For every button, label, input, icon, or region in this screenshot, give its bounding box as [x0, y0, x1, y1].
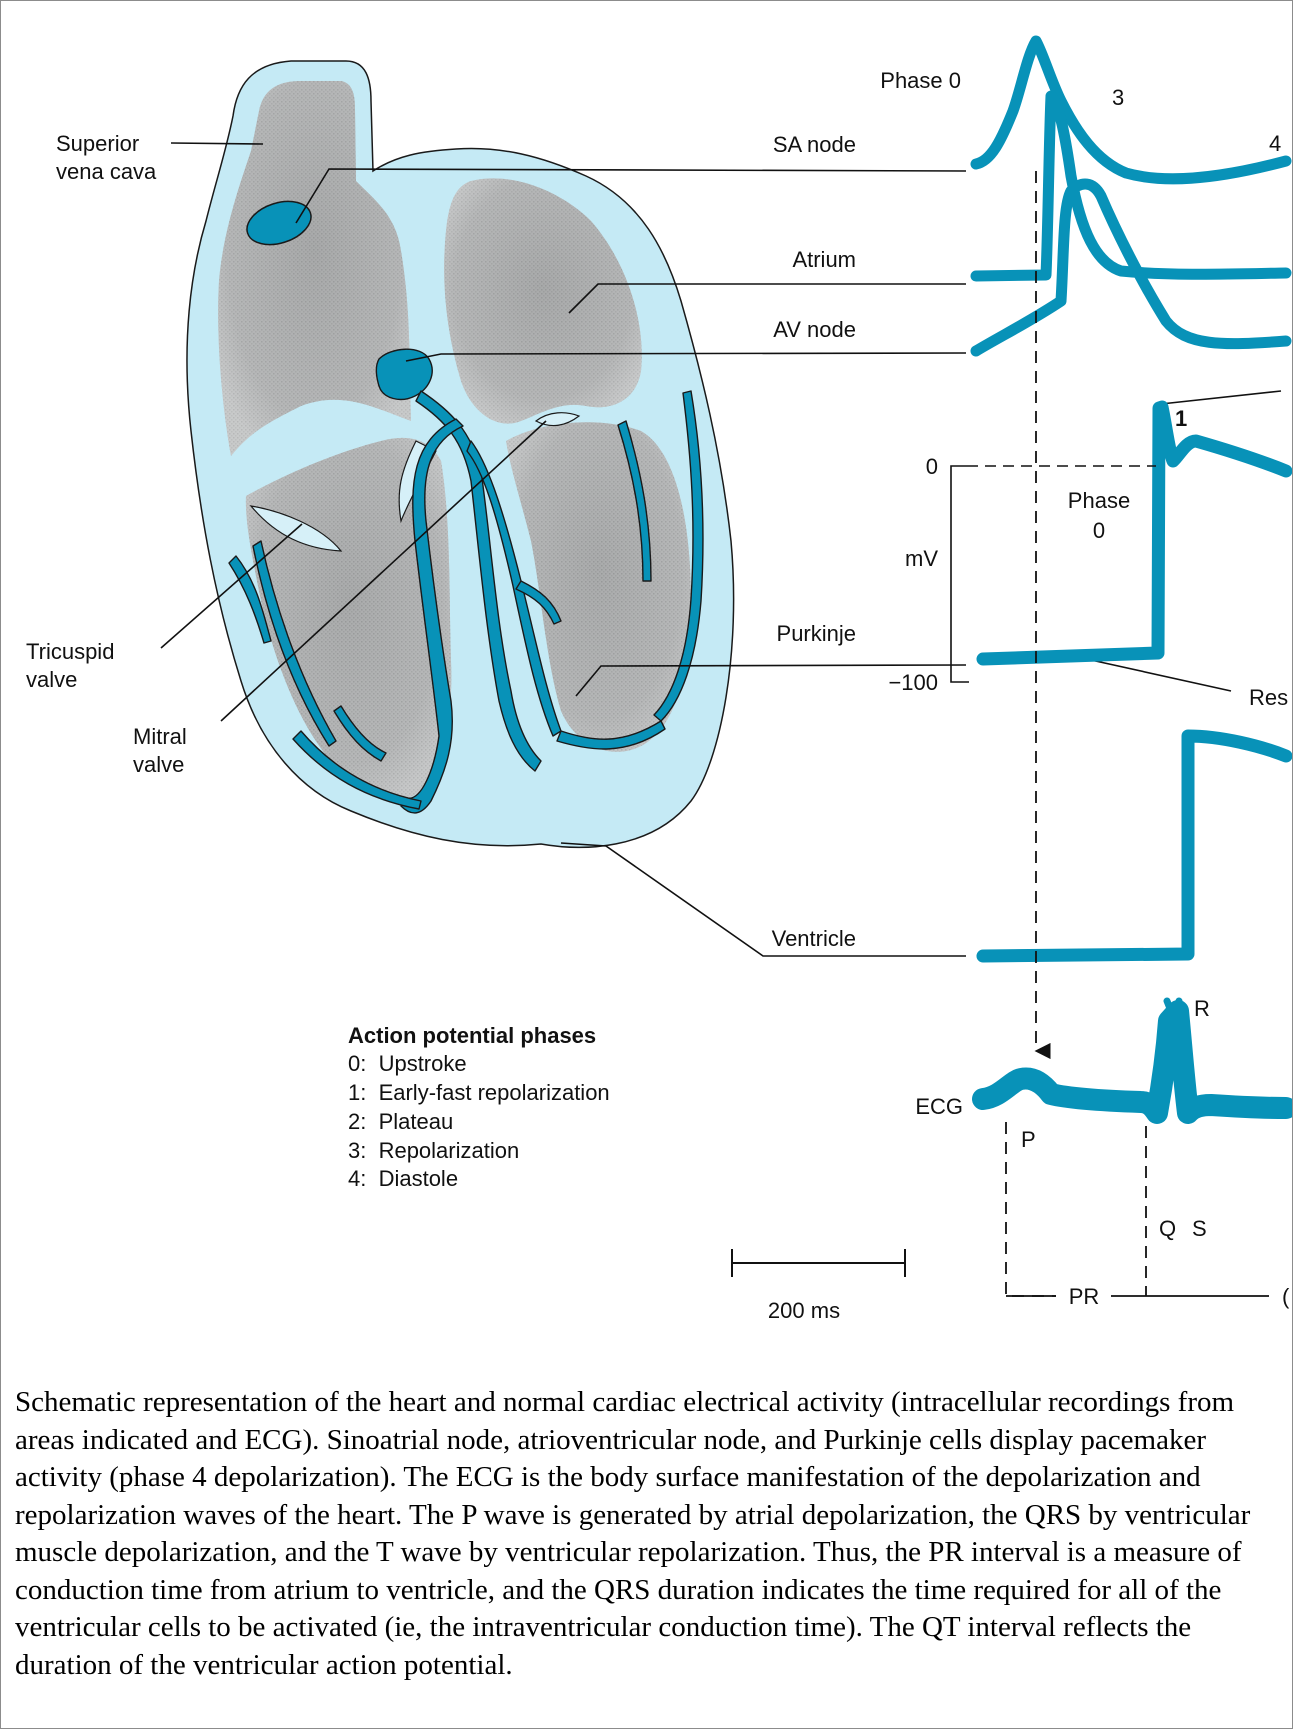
zero-mv-label: 0 — [926, 454, 938, 479]
purkinje-label: Purkinje — [777, 621, 856, 646]
phase-zero-label: 0 — [1093, 518, 1105, 543]
ecg-qt-label-truncated: ( — [1282, 1284, 1290, 1309]
ecg-q-label: Q — [1159, 1216, 1176, 1241]
ecg-p-label: P — [1021, 1127, 1036, 1152]
phase-word-label: Phase — [1068, 488, 1130, 513]
legend-item: 2: Plateau — [348, 1109, 453, 1134]
av-node-trace — [976, 184, 1286, 351]
phase-4-label: 4 — [1269, 131, 1281, 156]
ecg-pr-label: PR — [1069, 1284, 1100, 1309]
ecg-r-label: R — [1194, 996, 1210, 1021]
purkinje-trace — [983, 407, 1286, 659]
mitral-valve-label-line2: valve — [133, 752, 184, 777]
phase-text: Phase 0 3 4 1 Phase 0 Res — [880, 68, 1288, 710]
ecg-label: ECG — [915, 1094, 963, 1119]
resting-label-truncated: Res — [1249, 685, 1288, 710]
ecg-s-label: S — [1192, 1216, 1207, 1241]
tricuspid-valve-label-line2: valve — [26, 667, 77, 692]
mv-unit-label: mV — [905, 546, 938, 571]
cardiac-electrical-activity-figure: Superior vena cava Tricuspid valve Mitra… — [1, 1, 1292, 1371]
legend: Action potential phases 0: Upstroke 1: E… — [348, 1023, 610, 1191]
superior-vena-cava-label-line1: Superior — [56, 131, 139, 156]
sa-node-trace — [976, 41, 1286, 179]
phase-1-label: 1 — [1175, 406, 1187, 431]
legend-item: 0: Upstroke — [348, 1051, 467, 1076]
heart-illustration — [187, 61, 734, 847]
legend-item: 3: Repolarization — [348, 1138, 519, 1163]
phase-3-label: 3 — [1112, 85, 1124, 110]
voltage-axis-text: 0 mV −100 — [888, 454, 938, 695]
atrium-label: Atrium — [792, 247, 856, 272]
ecg-text: R P Q S PR ( — [1021, 996, 1290, 1309]
ecg-trace — [983, 1011, 1286, 1113]
minus-100-label: −100 — [888, 670, 938, 695]
figure-caption: Schematic representation of the heart an… — [15, 1384, 1277, 1684]
tricuspid-valve-label-line1: Tricuspid — [26, 639, 114, 664]
action-potential-traces — [976, 41, 1286, 1113]
scale-bar-label: 200 ms — [768, 1298, 840, 1323]
mitral-valve-label-line1: Mitral — [133, 724, 187, 749]
heart-text: Superior vena cava Tricuspid valve Mitra… — [26, 131, 187, 777]
ventricle-label: Ventricle — [772, 926, 856, 951]
legend-title: Action potential phases — [348, 1023, 596, 1048]
ventricle-trace — [983, 736, 1286, 956]
scale-bar — [732, 1249, 905, 1277]
av-node-label: AV node — [773, 317, 856, 342]
legend-item: 1: Early-fast repolarization — [348, 1080, 610, 1105]
tissue-text: SA node Atrium AV node Purkinje Ventricl… — [772, 132, 963, 1119]
superior-vena-cava-label-line2: vena cava — [56, 159, 157, 184]
phase-0-top-label: Phase 0 — [880, 68, 961, 93]
sa-node-label: SA node — [773, 132, 856, 157]
legend-item: 4: Diastole — [348, 1166, 458, 1191]
